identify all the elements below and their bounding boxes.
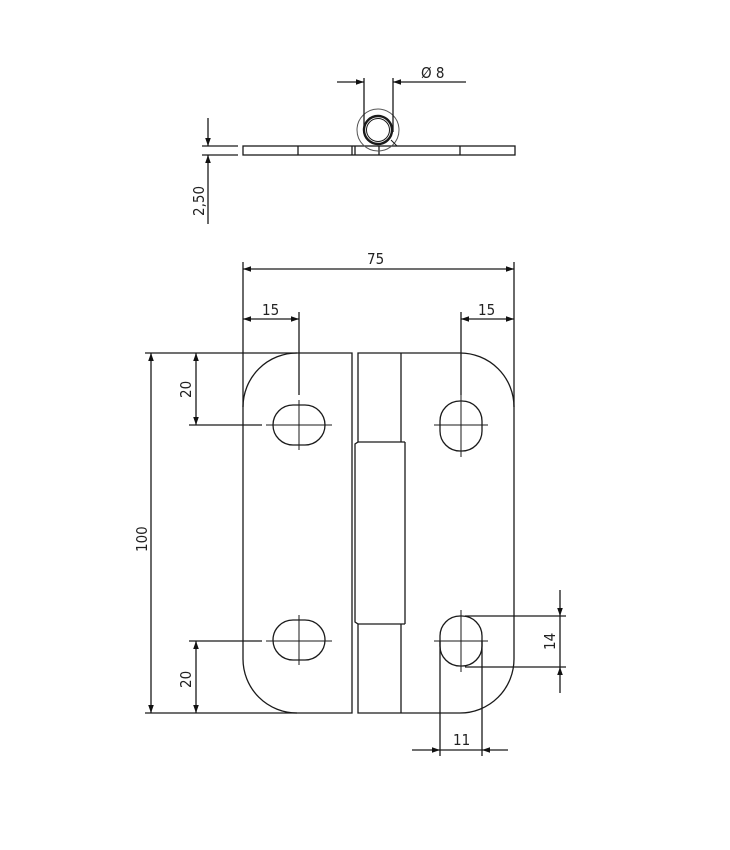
overall-width-label: 75 <box>367 250 384 268</box>
slot-width-label: 11 <box>453 731 470 749</box>
pin-circle <box>362 114 394 146</box>
thickness-label: 2,50 <box>190 186 208 216</box>
right-hole-offset-label: 15 <box>478 301 495 319</box>
side-view <box>202 78 516 224</box>
slot-height-label: 14 <box>541 633 559 650</box>
pin-diameter-label: Ø 8 <box>421 64 445 82</box>
left-hole-offset-label: 15 <box>262 301 279 319</box>
barrel-outer-circle <box>356 108 400 152</box>
top-hole-offset-label: 20 <box>177 381 195 398</box>
left-leaf <box>242 352 353 714</box>
bottom-hole-offset-label: 20 <box>177 671 195 688</box>
overall-height-label: 100 <box>133 526 151 552</box>
front-view <box>145 262 566 756</box>
right-leaf <box>354 352 515 714</box>
